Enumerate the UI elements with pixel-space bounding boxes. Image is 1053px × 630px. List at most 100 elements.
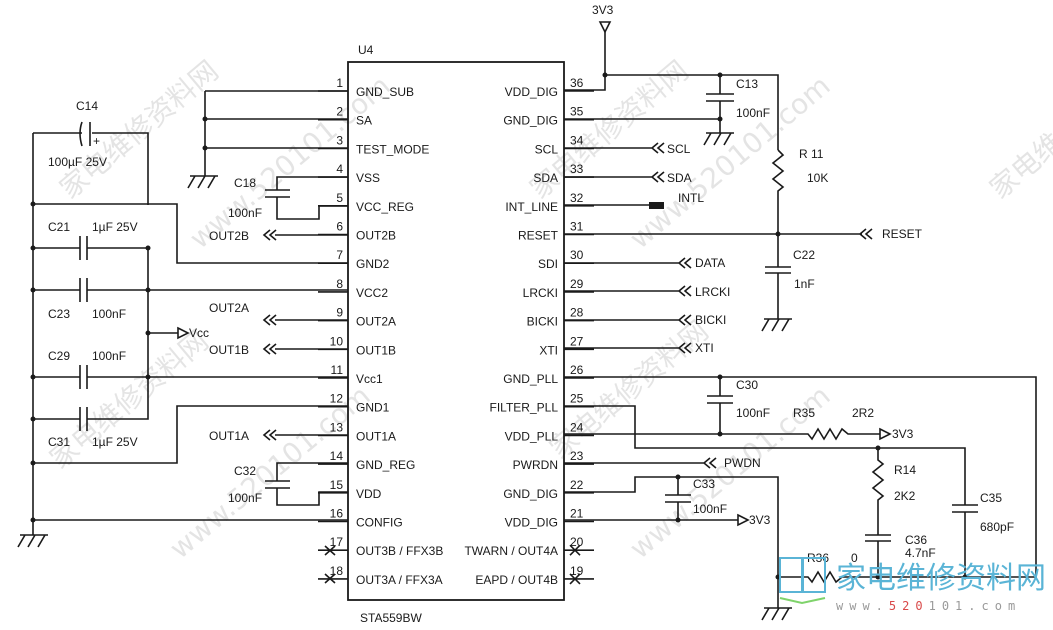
- gnd1-wire: [33, 405, 348, 464]
- c32-value: 100nF: [228, 491, 262, 505]
- watermark-text: 家电维修资料网: [983, 54, 1053, 205]
- left-pin-group: 1GND_SUB2SA3TEST_MODE4VSS5VCC_REG6OUT2B7…: [318, 76, 443, 587]
- c36-ref: C36: [905, 533, 927, 547]
- net-pwdn: PWDN: [564, 456, 761, 470]
- pin-number: 6: [336, 220, 343, 234]
- pin-name: VDD_DIG: [505, 85, 558, 99]
- net-out2a: OUT2A: [209, 301, 348, 326]
- 3v3-label: 3V3: [749, 513, 771, 527]
- r11-value: 10K: [807, 171, 828, 185]
- pin-number: 12: [330, 392, 344, 406]
- capacitor-c30: C30 100nF: [707, 377, 770, 434]
- c29-value: 100nF: [92, 349, 126, 363]
- pin-number: 15: [330, 478, 344, 492]
- capacitor-c31: C31 1µF 25V: [33, 377, 149, 449]
- scl-label: SCL: [667, 142, 691, 156]
- c35-ref: C35: [980, 491, 1002, 505]
- pin-name: Vcc1: [356, 372, 383, 386]
- pin-name: SA: [356, 114, 372, 128]
- watermark-text: 家电维修资料网: [43, 324, 214, 475]
- pin-number: 32: [570, 191, 584, 205]
- c13-ref: C13: [736, 77, 758, 91]
- pin-name: GND_SUB: [356, 85, 414, 99]
- capacitor-c33: C33 100nF 3V3: [564, 474, 779, 577]
- lrcki-label: LRCKI: [695, 285, 730, 299]
- pin-name: VDD_PLL: [505, 429, 559, 443]
- ic-part: STA559BW: [360, 611, 422, 625]
- capacitor-c14: + C14 100µF 25V: [33, 99, 149, 205]
- pin-number: 9: [336, 306, 343, 320]
- c33-value: 100nF: [693, 502, 727, 516]
- capacitor-c29: C29 100nF: [33, 349, 348, 389]
- pin-number: 18: [330, 564, 344, 578]
- no-connect-icon: [324, 545, 336, 556]
- pin-number: 26: [570, 363, 584, 377]
- net-data: DATA: [564, 256, 725, 270]
- pin-number: 3: [336, 133, 343, 147]
- c22-value: 1nF: [794, 277, 815, 291]
- watermark-text: 家电维修资料网: [53, 54, 224, 205]
- no-connect-icon: [324, 573, 336, 584]
- capacitor-c35: C35 680pF: [952, 491, 1014, 577]
- net-reset: RESET: [564, 227, 923, 241]
- c21-value: 1µF 25V: [92, 220, 138, 234]
- c14-ref: C14: [76, 99, 98, 113]
- capacitor-c36: C36 4.7nF: [865, 533, 936, 577]
- ground-icon: [187, 175, 218, 189]
- pin-number: 7: [336, 248, 343, 262]
- pin-name: GND1: [356, 401, 390, 415]
- gnd2-wire: [33, 203, 348, 264]
- pin-number: 1: [336, 76, 343, 90]
- net-out1a: OUT1A: [209, 429, 348, 443]
- ground-icon: [17, 520, 48, 548]
- ground-icon: [761, 318, 792, 332]
- capacitor-c18: C18 100nF: [228, 176, 348, 220]
- pin-number: 17: [330, 535, 344, 549]
- net-out2b: OUT2B: [209, 229, 348, 243]
- reset-label: RESET: [882, 227, 923, 241]
- ground-icon: [761, 607, 792, 621]
- net-vcc: Vcc: [148, 326, 209, 340]
- net-intl: INTL: [564, 191, 704, 209]
- c22-ref: C22: [793, 248, 815, 262]
- ic-body: [347, 61, 565, 601]
- pin-name: VDD_DIG: [505, 516, 558, 530]
- net-bicki: BICKI: [564, 313, 726, 327]
- sda-label: SDA: [667, 171, 692, 185]
- c23-ref: C23: [48, 307, 70, 321]
- logo-url-rest: 101.com: [929, 599, 1022, 613]
- no-connect-icon: [569, 573, 581, 585]
- pin-name: GND_DIG: [503, 487, 558, 501]
- out1b-label: OUT1B: [209, 343, 249, 357]
- pin-number: 30: [570, 248, 584, 262]
- r14-ref: R14: [894, 463, 916, 477]
- net-scl: SCL: [564, 142, 691, 156]
- pin-number: 27: [570, 334, 584, 348]
- pin-number: 36: [570, 76, 584, 90]
- pin-number: 34: [570, 133, 584, 147]
- pin-number: 13: [330, 420, 344, 434]
- pin-name: FILTER_PLL: [490, 401, 559, 415]
- pin-number: 23: [570, 449, 584, 463]
- pin-name: OUT1A: [356, 429, 396, 443]
- pin-number: 25: [570, 392, 584, 406]
- pin-number: 10: [330, 334, 344, 348]
- c13-value: 100nF: [736, 106, 770, 120]
- pin-number: 14: [330, 449, 344, 463]
- 3v3-top-label: 3V3: [592, 3, 614, 17]
- pin-name: TEST_MODE: [356, 142, 429, 156]
- logo-url-number: 520: [889, 599, 929, 613]
- pin-name: XTI: [539, 343, 558, 357]
- pin-name: VDD: [356, 487, 382, 501]
- net-sda: SDA: [564, 171, 692, 185]
- logo-text-cn: 家电维修资料网: [836, 561, 1046, 596]
